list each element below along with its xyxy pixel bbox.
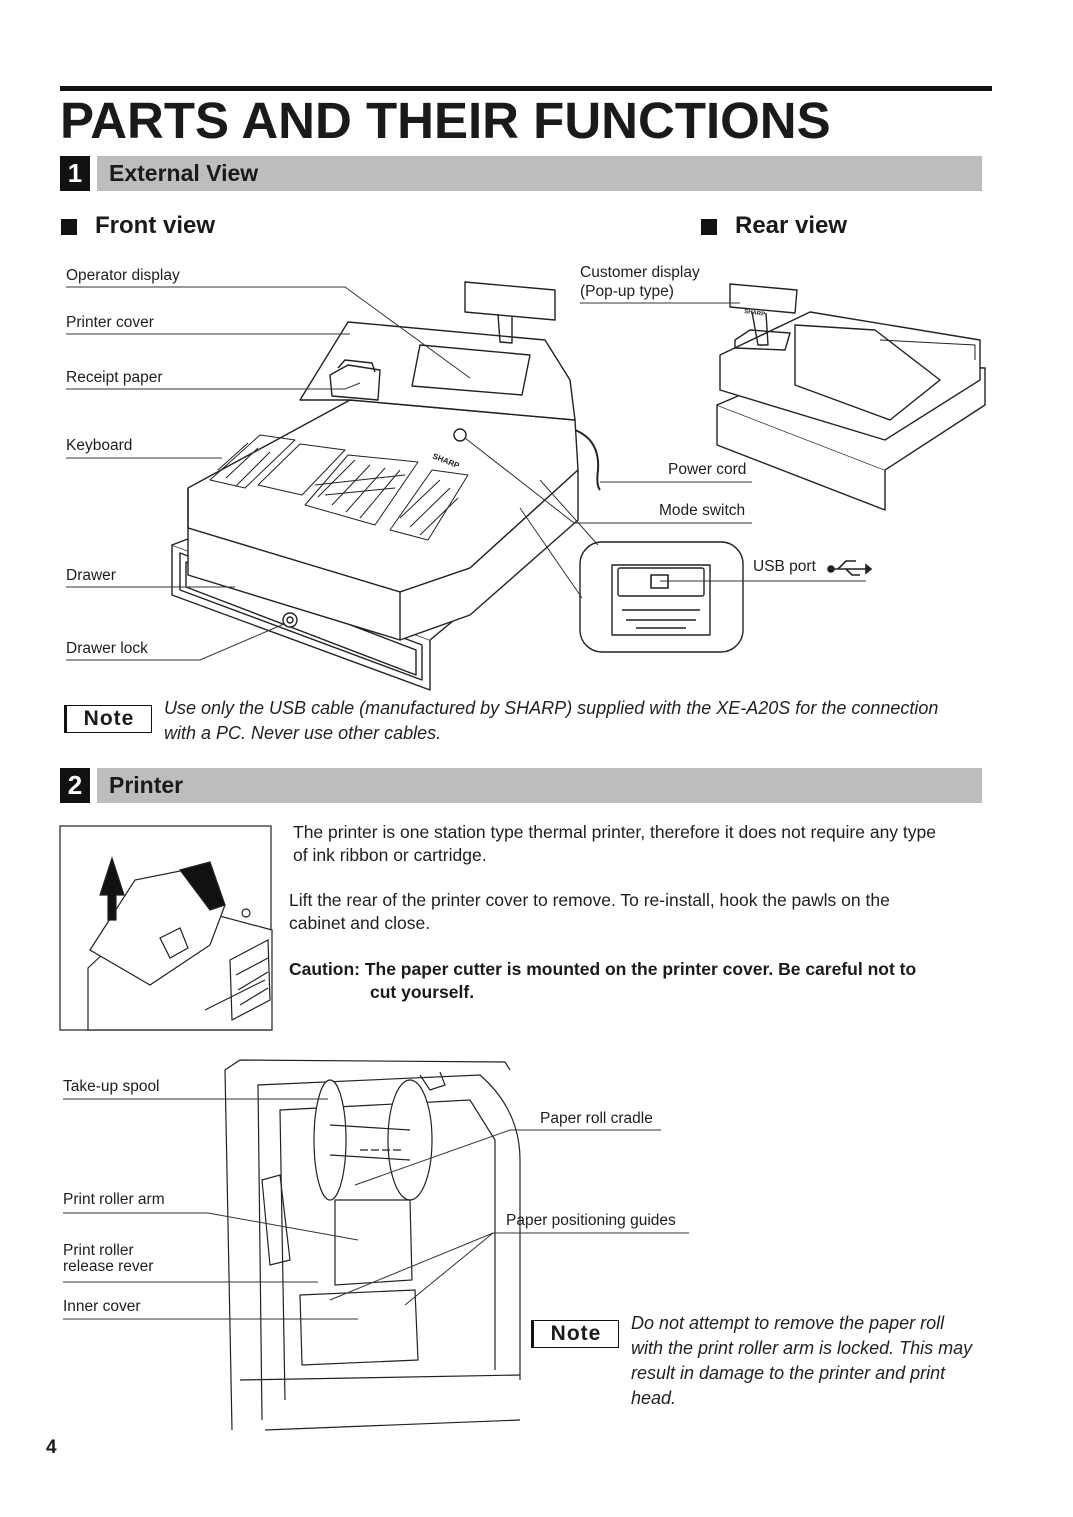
note-1-line-2: with a PC. Never use other cables. [164, 723, 442, 743]
label-inner-cover: Inner cover [63, 1298, 141, 1315]
label-print-roller-release-1: Print roller [63, 1242, 134, 1259]
label-drawer: Drawer [66, 567, 116, 584]
label-drawer-lock: Drawer lock [66, 640, 148, 657]
label-customer-display-type: (Pop-up type) [580, 283, 674, 300]
rear-view-heading: Rear view [735, 212, 848, 239]
brand-rear: SHARP [744, 309, 766, 318]
customer-display-front [464, 281, 556, 344]
usb-icon [827, 560, 873, 576]
label-power-cord: Power cord [668, 461, 747, 478]
label-print-roller-release-2: release rever [63, 1258, 154, 1275]
label-printer-cover: Printer cover [66, 314, 154, 331]
section-2-number: 2 [60, 768, 90, 803]
rear-register [716, 283, 986, 511]
section-2-title: Printer [109, 772, 184, 798]
front-view-heading: Front view [95, 212, 216, 239]
section-1-title: External View [109, 160, 259, 186]
caution-line-2: cut yourself. [370, 982, 475, 1002]
usb-inset [579, 541, 744, 653]
label-paper-roll-cradle: Paper roll cradle [540, 1110, 653, 1127]
label-receipt-paper: Receipt paper [66, 369, 163, 386]
label-take-up-spool: Take-up spool [63, 1078, 160, 1095]
note-2-badge: Note [533, 1320, 619, 1348]
section-1-number: 1 [60, 156, 90, 191]
front-view-bullet [61, 219, 77, 235]
printer-para-1-line-2: of ink ribbon or cartridge. [293, 845, 487, 865]
keypad-center [257, 443, 419, 526]
printer-para-2-line-2: cabinet and close. [289, 913, 431, 933]
note-2-line-1: Do not attempt to remove the paper roll [631, 1313, 945, 1333]
keypad-left [209, 434, 296, 489]
note-1-badge: Note [66, 705, 152, 733]
printer-para-1-line-1: The printer is one station type thermal … [293, 822, 936, 842]
note-1-line-1: Use only the USB cable (manufactured by … [164, 698, 939, 718]
section-2-bar [97, 768, 982, 803]
note-2-line-2: with the print roller arm is locked. Thi… [631, 1338, 973, 1358]
printer-cover-illustration [87, 856, 273, 1031]
page-number: 4 [46, 1437, 57, 1458]
rear-view-bullet [701, 219, 717, 235]
front-leader-lines [66, 286, 471, 661]
printer-interior-illustration [224, 1059, 521, 1431]
printer-leader-lines [63, 1098, 689, 1320]
printer-para-2-line-1: Lift the rear of the printer cover to re… [289, 890, 890, 910]
label-print-roller-arm: Print roller arm [63, 1191, 165, 1208]
keypad-right [389, 469, 469, 541]
label-operator-display: Operator display [66, 267, 180, 284]
label-customer-display: Customer display [580, 264, 700, 281]
caution-line-1: Caution: The paper cutter is mounted on … [289, 959, 917, 979]
label-keyboard: Keyboard [66, 437, 133, 454]
rear-leader-lines [464, 302, 866, 599]
label-mode-switch: Mode switch [659, 502, 746, 519]
page-title: PARTS AND THEIR FUNCTIONS [60, 92, 831, 149]
note-2-line-4: head. [631, 1388, 677, 1408]
label-usb-port: USB port [753, 558, 816, 575]
note-2-line-3: result in damage to the printer and prin… [631, 1363, 946, 1383]
label-paper-positioning-guides: Paper positioning guides [506, 1212, 676, 1229]
section-1-bar [97, 156, 982, 191]
title-rule [60, 86, 992, 91]
register-body [187, 399, 579, 641]
